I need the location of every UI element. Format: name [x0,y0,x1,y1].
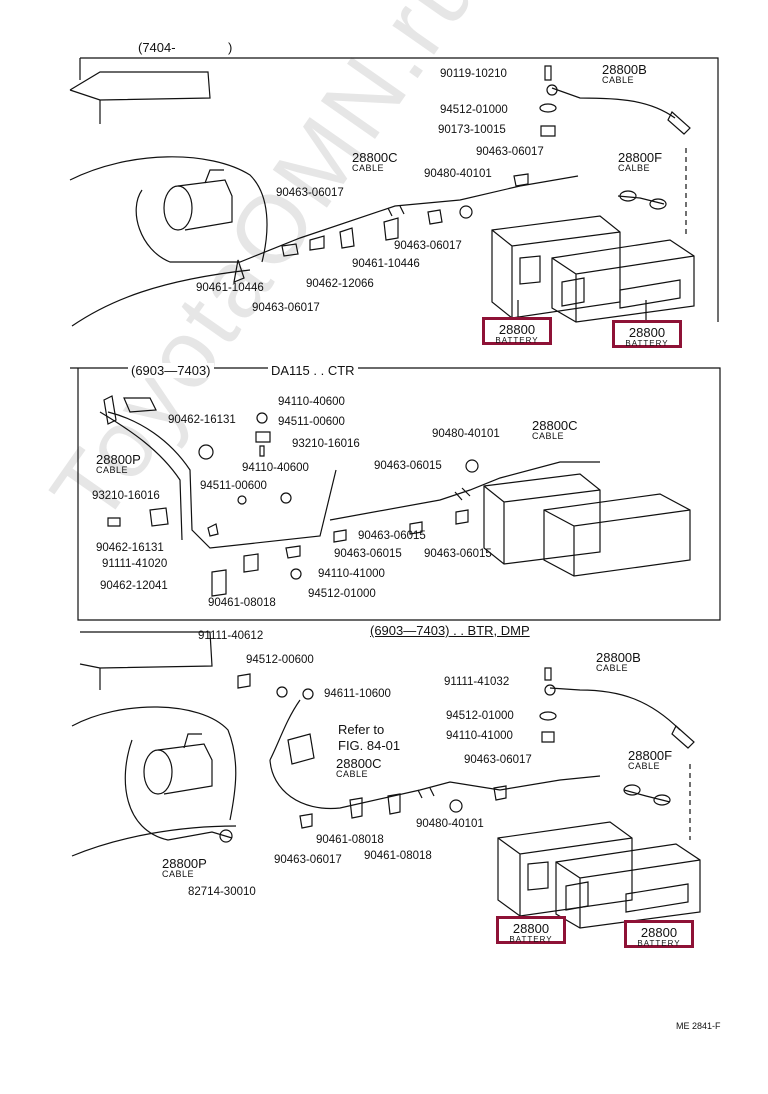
part-90463-06015-b: 90463-06015 [358,530,426,542]
part-90462-16131-b: 90462-16131 [96,542,164,554]
section-header-bottom: (6903—7403) . . BTR, DMP [370,623,530,638]
part-90463-06017-a: 90463-06017 [476,146,544,158]
part-91111-41020: 91111-41020 [102,558,168,570]
part-90462-12066: 90462-12066 [306,278,374,290]
part-90462-16131-a: 90462-16131 [168,414,236,426]
part-90463-06015-d: 90463-06015 [424,548,492,560]
part-94512-00600: 94512-00600 [246,654,314,666]
part-91111-40612: 91111-40612 [198,630,264,642]
part-90463-06015-c: 90463-06015 [334,548,402,560]
part-90461-08018-a: 90461-08018 [316,834,384,846]
refer-to-figure[interactable]: FIG. 84-01 [338,738,401,753]
part-90461-08018-middle: 90461-08018 [208,597,276,609]
part-90119-10210: 90119-10210 [440,68,507,80]
part-90480-40101: 90480-40101 [424,168,492,180]
part-94611-10600: 94611-10600 [324,688,391,700]
part-90461-10446-a: 90461-10446 [352,258,420,270]
part-90463-06017-d: 90463-06017 [252,302,320,314]
part-94110-41000-middle: 94110-41000 [318,568,385,580]
section-header-middle: (6903—7403) [128,363,214,378]
refer-to-note: Refer to [338,722,385,737]
part-91111-41032: 91111-41032 [444,676,510,688]
part-90462-12041: 90462-12041 [100,580,168,592]
part-90461-10446-b: 90461-10446 [196,282,264,294]
part-94110-41000-bottom: 94110-41000 [446,730,513,742]
section-header-top: (7404- [138,40,176,55]
part-94512-01000-middle: 94512-01000 [308,588,376,600]
figure-code: ME 2841-F [676,1021,721,1031]
part-93210-16016-b: 93210-16016 [92,490,160,502]
part-94110-40600-b: 94110-40600 [242,462,309,474]
part-94511-00600-b: 94511-00600 [200,480,267,492]
part-82714-30010: 82714-30010 [188,886,256,898]
part-94512-01000: 94512-01000 [440,104,508,116]
part-90463-06017-c: 90463-06017 [394,240,462,252]
section-model-middle: DA115 . . CTR [268,363,358,378]
part-94511-00600-a: 94511-00600 [278,416,345,428]
part-90463-06015-a: 90463-06015 [374,460,442,472]
section-header-top-end: ) [228,40,233,55]
part-94512-01000-bottom: 94512-01000 [446,710,514,722]
part-90463-06017-b: 90463-06017 [276,187,344,199]
part-90461-08018-b: 90461-08018 [364,850,432,862]
part-90463-06017-e: 90463-06017 [464,754,532,766]
part-94110-40600-a: 94110-40600 [278,396,345,408]
part-90480-40101-middle: 90480-40101 [432,428,500,440]
part-90173-10015: 90173-10015 [438,124,506,136]
part-90463-06017-f: 90463-06017 [274,854,342,866]
part-93210-16016-a: 93210-16016 [292,438,360,450]
part-90480-40101-bottom: 90480-40101 [416,818,484,830]
